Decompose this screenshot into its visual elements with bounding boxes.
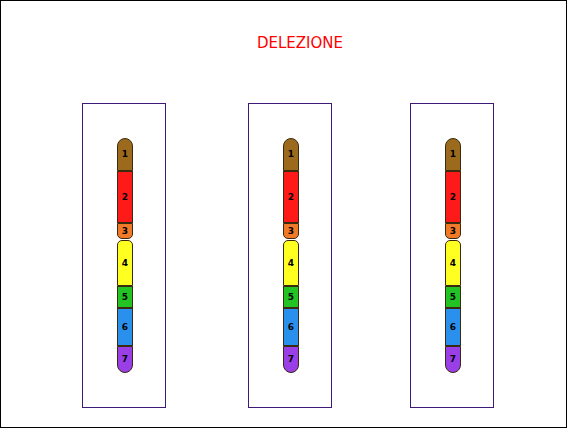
title-text: DELEZIONE (257, 34, 343, 52)
band-number: 3 (450, 227, 456, 236)
band-number: 7 (450, 355, 456, 364)
band-number: 5 (450, 293, 456, 302)
chromosome-frame: 1 2 3 4 5 6 7 (410, 103, 494, 408)
band-number: 4 (122, 259, 128, 268)
chromosome-frame: 1 2 3 4 5 6 7 (82, 103, 166, 408)
band-number: 7 (288, 355, 294, 364)
chromosome-band: 5 (283, 286, 299, 308)
band-number: 1 (122, 150, 128, 159)
chromosome-band: 3 (117, 223, 133, 239)
band-number: 5 (122, 293, 128, 302)
band-number: 2 (122, 193, 128, 202)
chromosome-band: 4 (445, 240, 461, 286)
band-number: 6 (288, 323, 294, 332)
band-number: 3 (288, 227, 294, 236)
chromosome-band: 7 (445, 346, 461, 373)
chromosome-band: 6 (117, 308, 133, 346)
slide-title: DELEZIONE (0, 34, 567, 52)
chromosome-band: 4 (117, 240, 133, 286)
chromosome-band: 6 (283, 308, 299, 346)
chromosome-band: 1 (445, 138, 461, 171)
chromosome-band: 5 (445, 286, 461, 308)
chromosome-band: 7 (283, 346, 299, 373)
chromosome-band: 3 (445, 223, 461, 239)
band-number: 2 (288, 193, 294, 202)
band-number: 6 (450, 323, 456, 332)
chromosome-band: 2 (117, 171, 133, 223)
band-number: 4 (288, 259, 294, 268)
band-number: 3 (122, 227, 128, 236)
chromosome-band: 6 (445, 308, 461, 346)
chromosome-band: 1 (117, 138, 133, 171)
chromosome-band: 5 (117, 286, 133, 308)
band-number: 7 (122, 355, 128, 364)
chromosome-band: 2 (283, 171, 299, 223)
band-number: 1 (450, 150, 456, 159)
chromosome-band: 3 (283, 223, 299, 239)
band-number: 1 (288, 150, 294, 159)
band-number: 5 (288, 293, 294, 302)
band-number: 2 (450, 193, 456, 202)
chromosome-band: 1 (283, 138, 299, 171)
chromosome-frame: 1 2 3 4 5 6 7 (248, 103, 332, 408)
band-number: 6 (122, 323, 128, 332)
chromosome-band: 7 (117, 346, 133, 373)
chromosome-band: 4 (283, 240, 299, 286)
chromosome-band: 2 (445, 171, 461, 223)
band-number: 4 (450, 259, 456, 268)
